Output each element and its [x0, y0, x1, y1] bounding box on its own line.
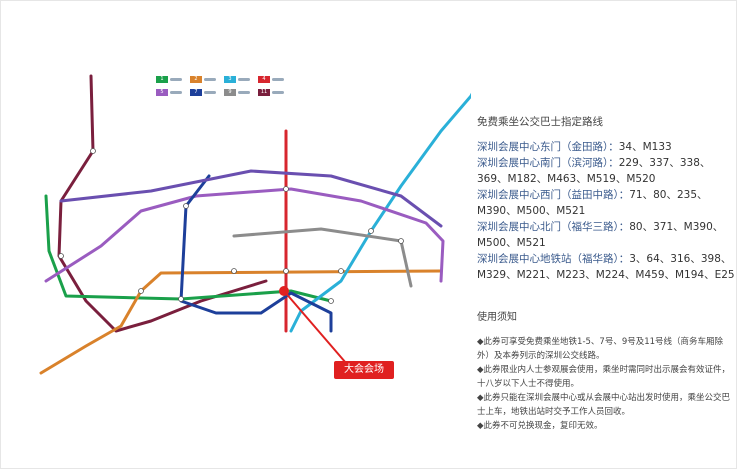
usage-note-item: ◆此券不可兑换现金，复印无效。	[477, 421, 603, 431]
legend-item: 1	[156, 76, 190, 83]
line-legend: 1 2 3 4 5 7 9 11	[156, 76, 292, 96]
legend-item: 2	[190, 76, 224, 83]
legend-item: 3	[224, 76, 258, 83]
usage-note-item: ◆此券只能在深圳会展中心或从会展中心站出发时使用，乘坐公交巴士上车，地铁出站时交…	[477, 393, 731, 417]
bus-route-row: 深圳会展中心地铁站（福华路）：3、64、316、398、M329、M221、M2…	[477, 251, 735, 283]
train-icon	[238, 78, 250, 81]
line-5-route	[44, 187, 445, 283]
line-11-route	[57, 74, 268, 333]
bus-route-row: 深圳会展中心东门（金田路）：34、M133	[477, 139, 735, 155]
venue-callout-line	[283, 290, 347, 364]
legend-item: 4	[258, 76, 292, 83]
train-icon	[170, 78, 182, 81]
train-icon	[204, 91, 216, 94]
metro-map	[39, 74, 471, 375]
bus-line-numbers: 229、337、338、369、M182、M463、M519、M520	[477, 157, 711, 185]
train-icon	[238, 91, 250, 94]
bus-stop-name: 深圳会展中心西门（益田中路）：	[477, 189, 630, 201]
train-icon	[272, 91, 284, 94]
bus-route-row: 深圳会展中心北门（福华三路）：80、371、M390、M500、M521	[477, 219, 735, 251]
legend-line-swatch: 4	[258, 76, 270, 83]
legend-line-swatch: 7	[190, 89, 202, 96]
bus-line-numbers: 71、80、235、M390、M500、M521	[477, 189, 708, 217]
bus-line-numbers: 34、M133	[618, 141, 672, 153]
line-9-route	[232, 227, 413, 288]
bus-stop-name: 深圳会展中心南门（滨河路）：	[477, 157, 619, 169]
usage-notes-title: 使用须知	[477, 312, 517, 323]
line-outer-route	[59, 169, 443, 228]
bus-route-row: 深圳会展中心西门（益田中路）：71、80、235、M390、M500、M521	[477, 187, 735, 219]
legend-line-swatch: 5	[156, 89, 168, 96]
legend-line-swatch: 3	[224, 76, 236, 83]
venue-marker	[279, 286, 289, 296]
bus-route-row: 深圳会展中心南门（滨河路）：229、337、338、369、M182、M463、…	[477, 155, 735, 187]
usage-note-item: ◆此券可享受免费乘坐地铁1-5、7号、9号及11号线（商务车厢除外）及本券列示的…	[477, 337, 724, 361]
train-icon	[272, 78, 284, 81]
line-7-route	[179, 174, 333, 333]
legend-line-swatch: 2	[190, 76, 202, 83]
line-2-route	[39, 269, 443, 375]
bus-stop-name: 深圳会展中心北门（福华三路）：	[477, 221, 630, 233]
bus-line-numbers: 80、371、M390、M500、M521	[477, 221, 724, 249]
legend-line-swatch: 9	[224, 89, 236, 96]
bus-routes-title: 免费乘坐公交巴士指定路线	[477, 116, 603, 128]
bus-line-numbers: 3、64、316、398、M329、M221、M223、M224、M459、M1…	[477, 253, 735, 281]
legend-item: 7	[190, 89, 224, 96]
bus-stop-name: 深圳会展中心东门（金田路）：	[477, 141, 619, 153]
train-icon	[170, 91, 182, 94]
legend-item: 9	[224, 89, 258, 96]
line-1-route	[44, 194, 333, 303]
venue-label: 大会会场	[334, 361, 394, 379]
usage-note-item: ◆此券限业内人士参观展会使用，乘坐时需同时出示展会有效证件，十八岁以下人士不得使…	[477, 365, 731, 389]
bus-stop-name: 深圳会展中心地铁站（福华路）：	[477, 253, 630, 265]
train-icon	[204, 78, 216, 81]
line-3-route	[289, 92, 471, 333]
legend-item: 11	[258, 89, 292, 96]
legend-line-swatch: 1	[156, 76, 168, 83]
legend-item: 5	[156, 89, 190, 96]
usage-notes-panel: 使用须知 ◆此券可享受免费乘坐地铁1-5、7号、9号及11号线（商务车厢除外）及…	[477, 311, 735, 433]
legend-line-swatch: 11	[258, 89, 270, 96]
